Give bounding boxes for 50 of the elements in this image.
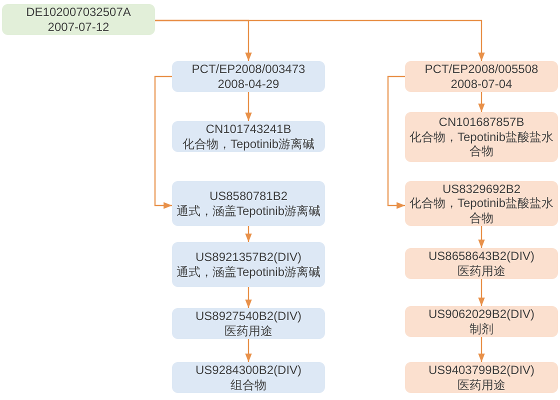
patent-box: [405, 362, 558, 393]
patent-number: US9403799B2(DIV): [428, 363, 535, 378]
description-text: 制剂: [470, 322, 494, 336]
arrow: [478, 92, 485, 112]
date-text: 2007-07-12: [48, 20, 110, 34]
patent-number: US9284300B2(DIV): [195, 363, 302, 378]
patent-number: US8927540B2(DIV): [195, 309, 302, 324]
patent-box: [405, 112, 558, 162]
patent-box: [2, 4, 155, 35]
description-text: 组合物: [230, 378, 266, 392]
description-text: 化合物，Tepotinib盐酸盐水合物: [408, 196, 555, 226]
patent-number: PCT/EP2008/005508: [424, 62, 538, 76]
patent-box: [172, 308, 325, 339]
patent-number: US9062029B2(DIV): [428, 307, 535, 322]
patent-box: [405, 61, 558, 92]
patent-box: [172, 121, 325, 152]
description-text: 化合物，Tepotinib游离碱: [182, 136, 315, 151]
description-text: 化合物，Tepotinib盐酸盐水合物: [408, 130, 555, 159]
patent-number: DE102007032507A: [26, 5, 131, 20]
patent-box: [172, 181, 325, 226]
patent-box: [172, 362, 325, 393]
patent-number: CN101743241B: [206, 122, 292, 136]
arrow: [478, 337, 485, 362]
description-text: 医药用途: [458, 264, 506, 278]
arrow: [245, 339, 252, 362]
patent-number: US8658643B2(DIV): [428, 249, 535, 264]
arrow: [245, 92, 252, 121]
patent-number: CN101687857B: [438, 115, 524, 130]
patent-box: [172, 61, 325, 92]
description-text: 通式，涵盖Tepotinib游离碱: [176, 264, 321, 279]
arrow: [154, 76, 172, 209]
patent-number: PCT/EP2008/003473: [192, 62, 306, 76]
date-text: 2008-07-04: [450, 76, 512, 91]
date-text: 2008-04-29: [218, 76, 280, 91]
description-text: 通式，涵盖Tepotinib游离碱: [176, 204, 321, 218]
arrow: [387, 76, 405, 209]
patent-box: [405, 248, 558, 279]
patent-box: [405, 181, 558, 226]
arrow: [245, 287, 252, 308]
arrow: [478, 226, 485, 248]
patent-number: US8921357B2(DIV): [195, 250, 302, 264]
patent-number: US8329692B2: [442, 182, 521, 196]
patent-number: US8580781B2: [209, 189, 288, 204]
patent-box: [405, 306, 558, 337]
arrow: [245, 226, 252, 242]
description-text: 医药用途: [458, 378, 506, 392]
patent-box: [172, 242, 325, 287]
description-text: 医药用途: [224, 324, 272, 338]
arrow: [155, 20, 485, 61]
arrow: [478, 279, 485, 306]
